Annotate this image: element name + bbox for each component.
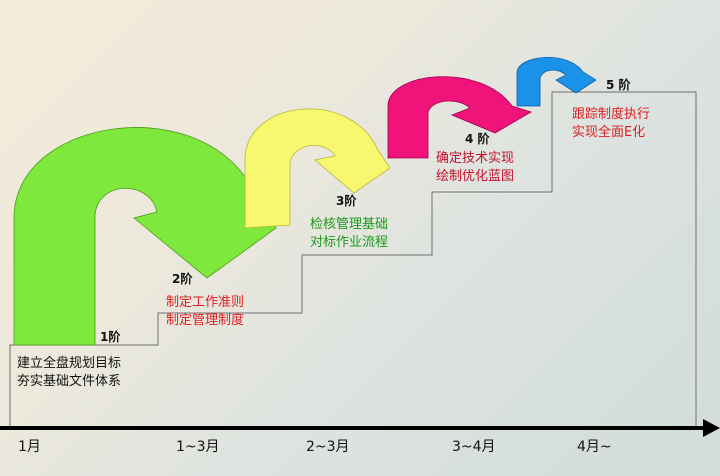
timeline-label-1: 1月 [18, 439, 41, 455]
step-3-line-2: 对标作业流程 [310, 235, 389, 250]
timeline-label-4: 3~4月 [452, 439, 496, 455]
step-5-description: 跟踪制度执行 实现全面E化 [572, 106, 650, 142]
step-1-description: 建立全盘规划目标 夯实基础文件体系 [17, 355, 121, 391]
step-5-marker: 5 阶 [606, 78, 631, 92]
curved-arrow-step-3 [387, 76, 532, 159]
step-1-marker: 1阶 [100, 330, 121, 344]
step-3-marker: 3阶 [336, 194, 357, 208]
curved-arrow-step-1 [13, 127, 277, 346]
step-3-line-1: 检核管理基础 [310, 217, 389, 232]
step-4-marker: 4 阶 [465, 132, 490, 146]
step-4-line-1: 确定技术实现 [436, 151, 515, 166]
step-2-marker: 2阶 [172, 272, 193, 286]
curved-arrow-step-2 [244, 108, 391, 229]
step-5-line-1: 跟踪制度执行 [572, 107, 651, 122]
step-2-line-1: 制定工作准则 [166, 295, 245, 310]
timeline-label-2: 1~3月 [176, 439, 220, 455]
step-1-line-1: 建立全盘规划目标 [17, 356, 122, 371]
step-2-line-2: 制定管理制度 [166, 313, 245, 328]
step-5-line-2: 实现全面E化 [572, 125, 646, 140]
timeline-label-5: 4月~ [577, 439, 612, 455]
curved-arrow-step-4 [516, 57, 597, 107]
step-2-description: 制定工作准则 制定管理制度 [166, 294, 244, 330]
timeline-label-3: 2~3月 [306, 439, 350, 455]
step-4-description: 确定技术实现 绘制优化蓝图 [436, 150, 514, 186]
step-1-line-2: 夯实基础文件体系 [17, 374, 122, 389]
step-3-description: 检核管理基础 对标作业流程 [310, 216, 388, 252]
timeline-arrowhead [703, 419, 720, 437]
step-4-line-2: 绘制优化蓝图 [436, 169, 515, 184]
